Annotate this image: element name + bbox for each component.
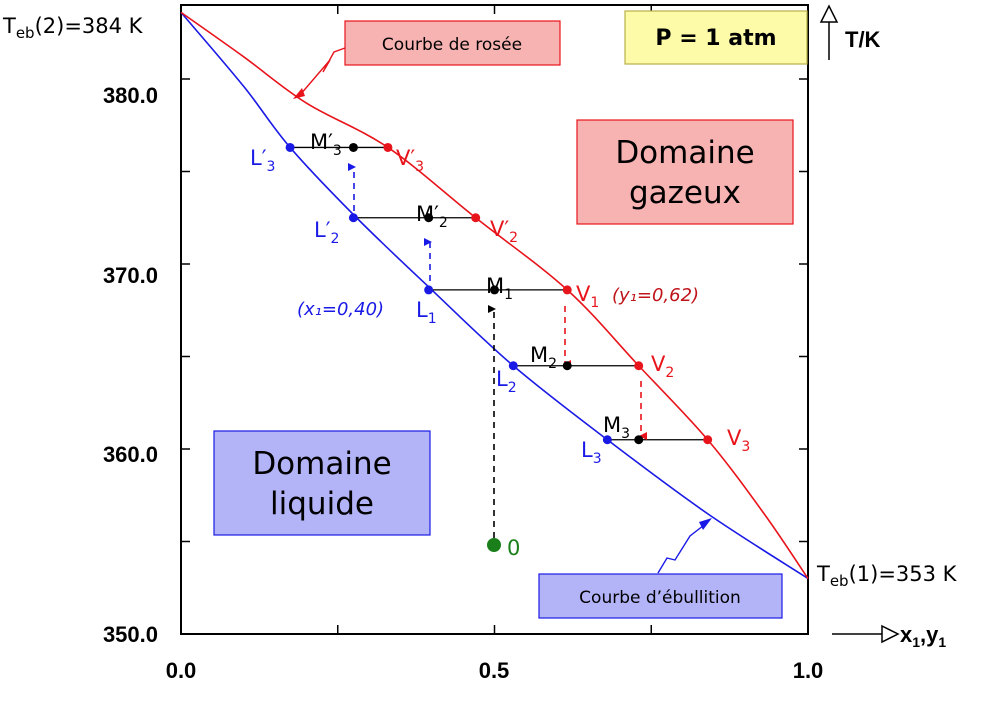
x-tick-label: 1.0 xyxy=(793,658,824,683)
data-point xyxy=(562,285,572,295)
dew-curve-label: Courbe de rosée xyxy=(382,35,522,55)
dew-curve-callout: Courbe de rosée xyxy=(293,20,561,99)
label-m3prime: M′3 xyxy=(310,130,342,159)
label-m1: M1 xyxy=(486,274,513,303)
data-point xyxy=(703,435,713,445)
label-v3: V3 xyxy=(727,426,750,455)
label-v3prime: V′3 xyxy=(396,146,424,175)
y-tick-label: 360.0 xyxy=(103,442,158,467)
tie-lines xyxy=(290,146,708,441)
x-tick-label: 0.0 xyxy=(166,658,197,683)
data-point xyxy=(471,213,481,223)
liquid-domain-line2: liquide xyxy=(270,486,374,522)
liquid-domain-line1: Domaine xyxy=(252,446,391,482)
data-point xyxy=(634,435,644,445)
y-axis-title: T/K xyxy=(845,27,881,52)
pressure-label: P = 1 atm xyxy=(655,26,776,51)
x-tick-label: 0.5 xyxy=(479,658,510,683)
teb-top-label: Teb(2)=384 K xyxy=(2,14,144,42)
x1-note: (x₁=0,40) xyxy=(297,299,384,320)
data-point xyxy=(508,361,518,371)
label-l1: L1 xyxy=(416,298,437,327)
boil-curve-label: Courbe d’ébullition xyxy=(579,588,741,608)
liquid-domain-box: Domaine liquide xyxy=(213,430,431,536)
label-m3: M3 xyxy=(603,413,630,442)
y-axis-arrow xyxy=(819,4,839,60)
pressure-box: P = 1 atm xyxy=(624,10,808,65)
x-axis-arrow xyxy=(832,624,900,644)
label-v1: V1 xyxy=(576,282,599,311)
origin-point xyxy=(487,538,501,552)
label-l2prime: L′2 xyxy=(314,218,339,247)
data-point xyxy=(602,435,612,445)
label-l3prime: L′3 xyxy=(250,146,275,175)
data-point xyxy=(634,361,644,371)
boil-curve-callout: Courbe d’ébullition xyxy=(538,518,783,619)
gas-domain-line1: Domaine xyxy=(615,135,754,171)
data-point xyxy=(348,142,358,152)
label-l2: L2 xyxy=(496,367,517,396)
data-point xyxy=(285,142,295,152)
y1-note: (y₁=0,62) xyxy=(612,285,699,306)
points-layer xyxy=(285,142,713,445)
data-point xyxy=(424,213,434,223)
data-point xyxy=(424,285,434,295)
step-arrows xyxy=(348,163,647,538)
teb-bottom-label: Teb(1)=353 K xyxy=(816,562,958,590)
label-m2: M2 xyxy=(530,343,557,372)
x-axis-title: x1,y1 xyxy=(900,622,946,650)
label-v2prime: V′2 xyxy=(490,217,518,246)
data-point xyxy=(562,361,572,371)
dew-curve xyxy=(180,11,809,579)
axis-ticks xyxy=(180,5,809,635)
gas-domain-box: Domaine gazeux xyxy=(576,119,794,225)
y-tick-label: 370.0 xyxy=(103,263,158,288)
point-labels: L′3 M′3 V′3 L′2 M′2 V′2 L1 M1 V1 L2 M2 V… xyxy=(250,130,750,467)
label-m2prime: M′2 xyxy=(416,202,448,231)
origin-label: 0 xyxy=(507,536,520,560)
data-point xyxy=(348,213,358,223)
data-point xyxy=(383,142,393,152)
label-l3: L3 xyxy=(581,438,602,467)
y-tick-label: 350.0 xyxy=(103,622,158,647)
y-tick-label: 380.0 xyxy=(103,83,158,108)
boiling-curve xyxy=(180,11,809,580)
data-point xyxy=(490,285,499,295)
gas-domain-line2: gazeux xyxy=(629,175,741,211)
label-v2: V2 xyxy=(651,352,674,381)
